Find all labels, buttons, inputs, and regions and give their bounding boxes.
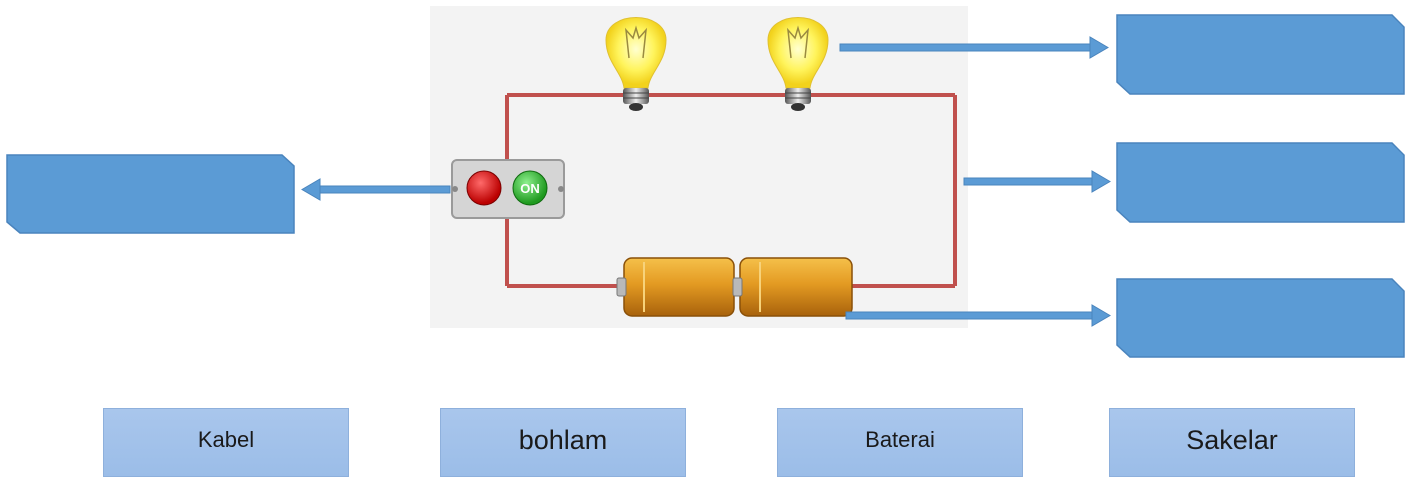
on-button-icon [512,170,548,206]
tile-bohlam[interactable]: bohlam [440,408,686,477]
on-label: ON [520,181,540,196]
switch: ON [451,159,565,219]
answer-box-right-top[interactable] [1116,14,1405,95]
answer-box-right-bottom[interactable] [1116,278,1405,358]
answer-box-right-middle[interactable] [1116,142,1405,223]
tile-label: Baterai [865,427,935,452]
battery-icon [732,257,853,317]
tile-label: Kabel [197,427,255,452]
tile-baterai[interactable]: Baterai [777,408,1023,477]
tile-kabel[interactable]: Kabel [103,408,349,477]
light-bulb-icon [605,17,667,111]
arrow-left [301,178,451,201]
tile-label: Sakelar [1186,425,1278,455]
tile-label: bohlam [518,425,608,455]
answer-box-left[interactable] [6,154,295,234]
tile-sakelar[interactable]: Sakelar [1109,408,1355,477]
arrow-right-middle [963,170,1111,193]
light-bulb-icon [767,17,829,111]
arrow-right-bottom [845,304,1111,327]
battery-icon [616,257,735,317]
off-button-icon [466,170,502,206]
arrow-right-top [839,36,1109,59]
